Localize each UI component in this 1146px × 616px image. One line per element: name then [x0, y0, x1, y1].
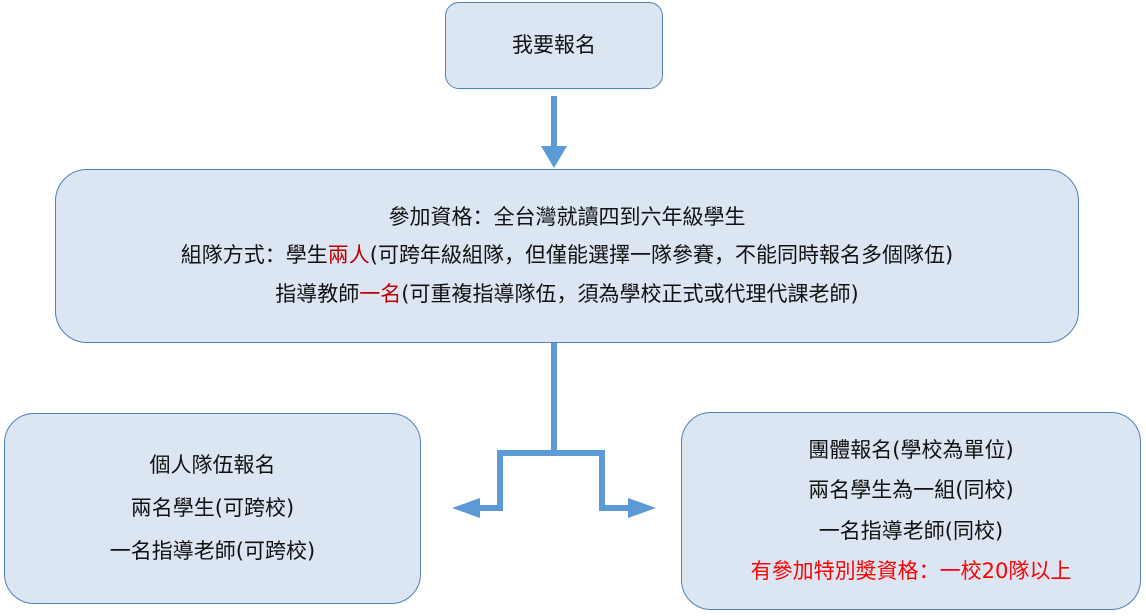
arrow-right-head — [628, 498, 656, 518]
arrow-left-head — [452, 498, 480, 518]
individual-advisor: 一名指導老師(可跨校) — [109, 539, 316, 564]
advisor-suffix: (可重複指導隊伍，須為學校正式或代理代課老師) — [401, 281, 859, 306]
group-students: 兩名學生為一組(同校) — [808, 478, 1014, 503]
group-registration-box: 團體報名(學校為單位) 兩名學生為一組(同校) 一名指導老師(同校) 有參加特別… — [681, 412, 1141, 610]
advisor-count-highlight: 一名 — [359, 281, 402, 306]
advisor-prefix: 指導教師 — [275, 281, 360, 306]
team-format-line: 組隊方式：學生兩人(可跨年級組隊，但僅能選擇一隊參賽，不能同時報名多個隊伍) — [181, 243, 953, 268]
arrow-top-to-mid-head — [541, 146, 567, 168]
individual-title: 個人隊伍報名 — [149, 452, 276, 477]
team-size-highlight: 兩人 — [327, 243, 370, 268]
special-award-note: 有參加特別獎資格：一校20隊以上 — [750, 558, 1072, 583]
split-connector — [478, 343, 557, 511]
team-format-suffix: (可跨年級組隊，但僅能選擇一隊參賽，不能同時報名多個隊伍) — [369, 243, 954, 268]
register-start-label: 我要報名 — [512, 32, 596, 57]
register-start-box: 我要報名 — [445, 2, 663, 89]
split-connector-right — [554, 450, 630, 511]
individual-students: 兩名學生(可跨校) — [130, 495, 295, 520]
eligibility-line: 參加資格：全台灣就讀四到六年級學生 — [388, 205, 746, 230]
eligibility-box: 參加資格：全台灣就讀四到六年級學生 組隊方式：學生兩人(可跨年級組隊，但僅能選擇… — [55, 169, 1079, 343]
individual-team-box: 個人隊伍報名 兩名學生(可跨校) 一名指導老師(可跨校) — [4, 413, 421, 604]
advisor-line: 指導教師一名(可重複指導隊伍，須為學校正式或代理代課老師) — [275, 282, 858, 307]
group-advisor: 一名指導老師(同校) — [818, 518, 1004, 543]
group-title: 團體報名(學校為單位) — [808, 438, 1014, 463]
team-format-prefix: 組隊方式：學生 — [180, 243, 328, 268]
